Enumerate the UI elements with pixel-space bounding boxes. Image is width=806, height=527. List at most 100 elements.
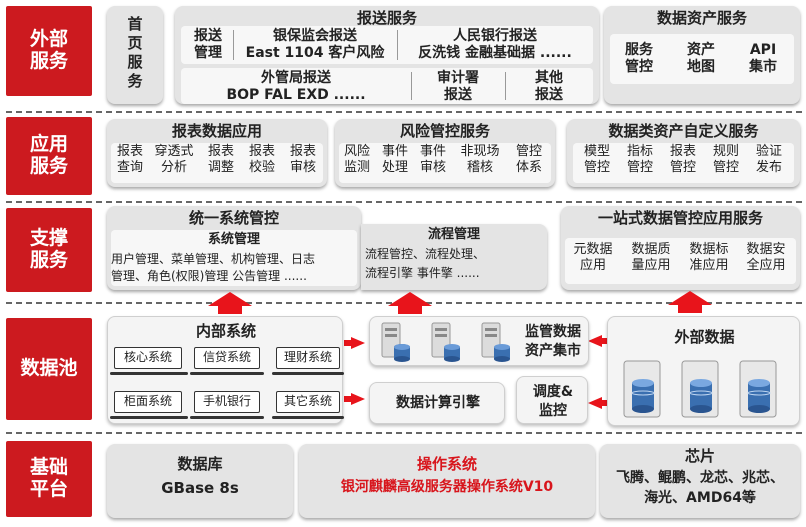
data-standard-app-item[interactable]: 数据标 准应用 [689,242,729,274]
data-asset-service-box: 数据资产服务 服务 管控 资产 地图 API 集市 [604,6,800,104]
mobile-banking-item[interactable]: 手机银行 [194,391,260,413]
control-system-item[interactable]: 管控 体系 [515,144,542,176]
report-adjust-item[interactable]: 报表 调整 [207,144,234,176]
custom-asset-service-title: 数据类资产自定义服务 [608,122,759,140]
data-quality-app-item[interactable]: 数据质 量应用 [631,242,671,274]
report-row-top [181,26,593,64]
sys-mgmt-panel [111,230,357,286]
database-server-icons [623,360,777,418]
database-server-icon [739,360,777,418]
penetration-analysis-item[interactable]: 穿透式 分析 [154,144,194,176]
one-stop-row [565,238,796,284]
schedule-monitor-label: 调度& 监控 [532,384,574,419]
flow-mgmt-text: 流程管控、流程处理、 流程引擎 事件擎 ...... [365,247,486,280]
laptop-base-icon [190,372,264,375]
flow-mgmt-title: 流程管理 [427,227,480,242]
chip-box[interactable]: 芯片 飞腾、鲲鹏、龙芯、兆芯、 海光、AMD64等 [600,444,800,518]
verify-publish-item[interactable]: 验证 发布 [755,144,782,176]
sys-mgmt-title: 系统管理 [207,232,260,247]
report-verify-item[interactable]: 报表 校验 [248,144,275,176]
laptop-base-icon [110,416,188,419]
model-control-item[interactable]: 模型 管控 [583,144,610,176]
left-arrow-shaft [601,400,607,406]
schedule-monitor-box[interactable]: 调度& 监控 [516,376,588,424]
up-arrow [388,292,432,314]
homepage-service-box[interactable]: 首 页 服 务 [107,6,163,104]
database-title: 数据库 [177,455,223,473]
metadata-app-item[interactable]: 元数据 应用 [573,242,613,274]
core-system-item[interactable]: 核心系统 [114,347,182,369]
unified-system-control-title: 统一系统管控 [188,209,279,227]
up-arrow [668,291,712,313]
safe-report-item[interactable]: 外管局报送 BOP FAL EXD ...... [226,70,366,103]
app-item-row [111,143,323,183]
risk-control-title: 风险管控服务 [399,122,490,140]
homepage-service-label: 首 页 服 务 [127,15,143,90]
laptop-base-icon [110,372,188,375]
layer-label-base: 基础 平台 [6,441,92,517]
wealth-system-item[interactable]: 理财系统 [276,347,340,369]
external-data-box[interactable]: 外部数据 [607,316,800,426]
report-review-item[interactable]: 报表 审核 [289,144,316,176]
database-server-icon [681,360,719,418]
report-mgmt-item[interactable]: 报送 管理 [194,28,222,61]
laptop-base-icon [272,372,344,375]
right-arrow [351,393,365,405]
cbirc-report-item[interactable]: 银保监会报送 East 1104 客户风险 [245,28,385,61]
service-control-item[interactable]: 服务 管控 [625,42,653,75]
server-icon [481,322,510,362]
os-box[interactable]: 操作系统 银河麒麟高级服务器操作系统V10 [299,444,595,518]
internal-systems-box: 内部系统 核心系统 信贷系统 理财系统 柜面系统 手机银行 其它系统 [107,316,344,424]
layer-label-external: 外部 服务 [6,6,92,96]
layer-divider [6,432,802,434]
api-market-item[interactable]: API 集市 [749,42,777,75]
regulatory-data-mart-box[interactable]: 监管数据 资产集市 [369,316,589,366]
separator [505,72,506,100]
other-report-item[interactable]: 其他 报送 [535,70,563,103]
compute-engine-box[interactable]: 数据计算引擎 [369,382,505,424]
separator [411,72,412,100]
rule-control-item[interactable]: 规则 管控 [712,144,739,176]
counter-system-item[interactable]: 柜面系统 [114,391,182,413]
data-asset-service-title: 数据资产服务 [656,9,747,27]
event-process-item[interactable]: 事件 处理 [381,144,408,176]
database-box[interactable]: 数据库 GBase 8s [107,444,293,518]
one-stop-service-box: 一站式数据管控应用服务 元数据 应用 数据质 量应用 数据标 准应用 数据安 全… [561,206,800,290]
layer-label-application: 应用 服务 [6,117,92,195]
risk-monitor-item[interactable]: 风险 监测 [343,144,370,176]
indicator-control-item[interactable]: 指标 管控 [626,144,653,176]
right-arrow-shaft [344,396,352,402]
unified-system-control-box: 统一系统管控 系统管理 用户管理、菜单管理、机构管理、日志 管理、角色(权限)管… [107,206,361,290]
report-data-app-title: 报表数据应用 [171,122,262,140]
os-name: 银河麒麟高级服务器操作系统V10 [340,479,554,495]
layer-label-support: 支撑 服务 [6,208,92,292]
report-service-box: 报送服务 报送 管理 银保监会报送 East 1104 客户风险 人民银行报送 … [175,6,599,104]
external-data-title: 外部数据 [674,328,735,346]
chip-title: 芯片 [684,447,715,465]
data-asset-row [610,34,794,84]
credit-system-item[interactable]: 信贷系统 [194,347,260,369]
server-icon [381,322,410,362]
regulatory-data-mart-label: 监管数据 资产集市 [525,324,581,359]
one-stop-service-title: 一站式数据管控应用服务 [597,209,763,227]
report-data-app-box: 报表数据应用 报表 查询 穿透式 分析 报表 调整 报表 校验 报表 审核 [107,119,327,187]
asset-map-item[interactable]: 资产 地图 [687,42,715,75]
data-security-app-item[interactable]: 数据安 全应用 [746,242,786,274]
pboc-report-item[interactable]: 人民银行报送 反洗钱 金融基础据 ...... [418,28,572,61]
app-item-row [573,143,794,183]
report-control-item[interactable]: 报表 管控 [669,144,696,176]
layer-label-data-pool: 数据池 [6,318,92,420]
audit-report-item[interactable]: 审计署 报送 [437,70,479,103]
risk-control-box: 风险管控服务 风险 监测 事件 处理 事件 审核 非现场 稽核 管控 体系 [335,119,555,187]
offsite-audit-item[interactable]: 非现场 稽核 [460,144,500,176]
report-query-item[interactable]: 报表 查询 [116,144,143,176]
up-arrow [208,292,252,314]
sys-mgmt-text: 用户管理、菜单管理、机构管理、日志 管理、角色(权限)管理 公告管理 .....… [111,252,316,283]
laptop-base-icon [272,416,344,419]
right-arrow-shaft [344,340,352,346]
event-review-item[interactable]: 事件 审核 [419,144,446,176]
flow-mgmt-panel: 流程管理 流程管控、流程处理、 流程引擎 事件擎 ...... [361,224,547,290]
layer-divider [6,111,802,113]
other-system-item[interactable]: 其它系统 [276,391,340,413]
